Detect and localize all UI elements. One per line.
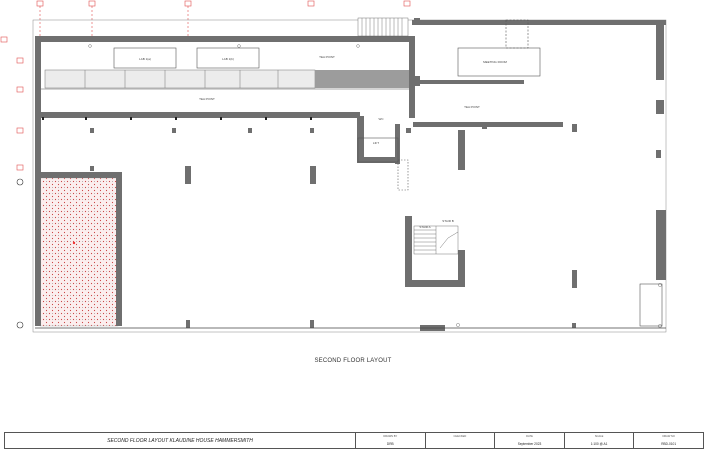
hatched-zone-walls bbox=[35, 118, 122, 326]
tea-point-mid-label: TEA POINT bbox=[199, 97, 215, 101]
room-outlines bbox=[113, 19, 663, 327]
tb-header: DRAWN BY bbox=[383, 435, 398, 438]
room-a-label: LAB 1(a) bbox=[139, 57, 151, 61]
door-symbols bbox=[88, 44, 662, 328]
stair-label-a: STAIR A bbox=[419, 225, 430, 229]
tb-value: September 2023 bbox=[517, 442, 542, 446]
title-block: SECOND FLOOR LAYOUT KLAUDINE HOUSE HAMME… bbox=[4, 432, 704, 449]
hatched-zone bbox=[39, 177, 119, 327]
plan-title: SECOND FLOOR LAYOUT bbox=[314, 358, 392, 364]
tb-header: DATE bbox=[526, 435, 533, 438]
tb-header: SCALE bbox=[594, 435, 604, 438]
title-block-date: DATE September 2023 bbox=[495, 433, 565, 448]
tea-point-top-label: TEA POINT bbox=[319, 55, 335, 59]
stair-label-b: STAIR B bbox=[442, 219, 453, 223]
title-block-scale: SCALE 1:100 @ A1 bbox=[565, 433, 635, 448]
room-tr-label: TEA POINT bbox=[464, 105, 480, 109]
room-labels: LAB 1(a) LAB 1(b) TEA POINT TEA POINT ME… bbox=[139, 55, 507, 229]
building-outline bbox=[32, 19, 667, 333]
room-b-label: LAB 1(b) bbox=[222, 57, 234, 61]
tb-value: 1:100 @ A1 bbox=[590, 442, 608, 446]
columns bbox=[90, 18, 661, 331]
meeting-room-label: MEETING ROOM bbox=[483, 60, 507, 64]
grid-markers bbox=[0, 0, 411, 171]
zone-marker bbox=[72, 241, 76, 245]
grid-circles bbox=[16, 178, 24, 329]
title-block-drawn-by: DRAWN BY DRB bbox=[356, 433, 426, 448]
bench-strip bbox=[41, 69, 409, 90]
small-room-1-label: WC bbox=[379, 117, 385, 121]
tb-value: RBD-0101 bbox=[661, 442, 677, 446]
title-block-description: SECOND FLOOR LAYOUT KLAUDINE HOUSE HAMME… bbox=[5, 433, 356, 448]
upper-stair bbox=[357, 17, 409, 37]
walls bbox=[35, 20, 666, 287]
lower-stair bbox=[413, 225, 459, 255]
title-block-checked: CHECKED bbox=[426, 433, 496, 448]
small-room-2-label: LIFT bbox=[373, 141, 379, 145]
window-ticks bbox=[42, 117, 312, 120]
tb-header: DRAW NO bbox=[662, 435, 675, 438]
tb-value: DRB bbox=[386, 442, 394, 446]
title-block-drawing-no: DRAW NO RBD-0101 bbox=[634, 433, 703, 448]
tb-header: CHECKED bbox=[453, 435, 467, 438]
